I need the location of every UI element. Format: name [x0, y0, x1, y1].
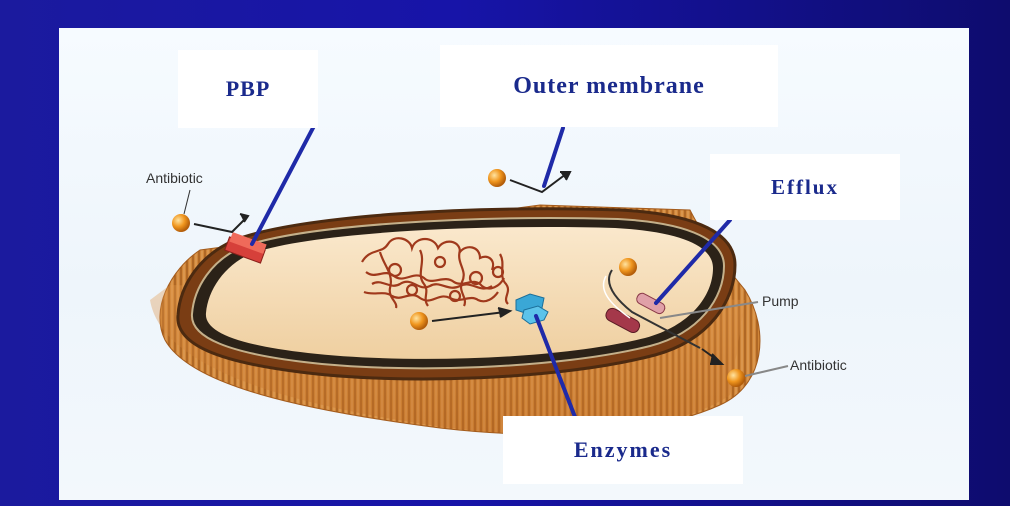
callout-efflux-text: Efflux [771, 175, 839, 200]
callout-outer-membrane: Outer membrane [440, 45, 778, 127]
callout-outer-membrane-text: Outer membrane [513, 73, 705, 100]
label-antibiotic-bottom: Antibiotic [790, 357, 847, 373]
callout-enzymes-text: Enzymes [574, 437, 672, 463]
label-pump: Pump [762, 293, 799, 309]
callout-efflux: Efflux [710, 154, 900, 220]
antibiotic-ball-left [172, 214, 190, 232]
antibiotic-ball-enzyme [410, 312, 428, 330]
antibiotic-ball-expelled [727, 369, 745, 387]
label-antibiotic-top: Antibiotic [146, 170, 203, 186]
antibiotic-ball-inside-pump [619, 258, 637, 276]
callout-pbp: PBP [178, 50, 318, 128]
leader-line-antibiotic [184, 190, 190, 214]
callout-pbp-text: PBP [226, 76, 271, 102]
callout-enzymes: Enzymes [503, 416, 743, 484]
antibiotic-ball-outer [488, 169, 506, 187]
